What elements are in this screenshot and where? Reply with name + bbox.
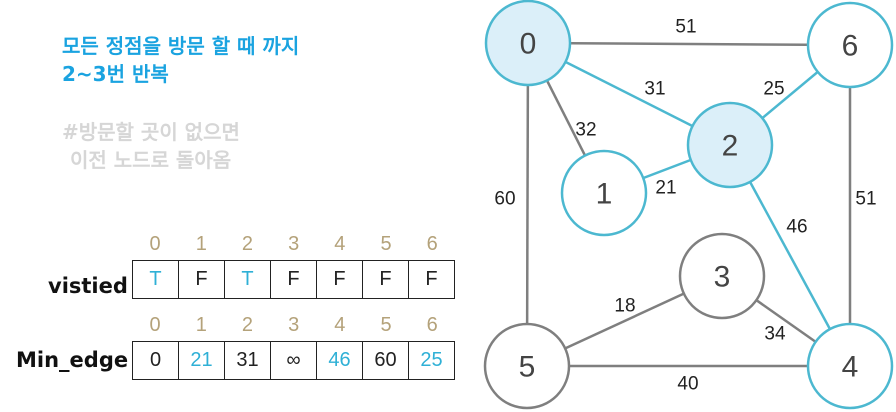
edge-weight-label: 60: [494, 189, 515, 210]
edge-weight-label: 46: [786, 217, 807, 238]
node-circle: [806, 322, 894, 410]
min-edge-cell: 31: [224, 341, 271, 380]
min-edge-index: 4: [334, 314, 346, 336]
node-label: 1: [596, 178, 613, 211]
visited-cell: F: [316, 260, 363, 299]
visited-index: 4: [334, 233, 346, 255]
node-2: 2: [686, 101, 774, 189]
node-label: 6: [842, 30, 859, 63]
node-circle: [678, 232, 766, 320]
node-label: 2: [722, 130, 739, 163]
min-edge-index: 1: [195, 314, 207, 336]
visited-index: 6: [426, 233, 438, 255]
node-label: 0: [520, 28, 537, 61]
visited-index: 0: [149, 233, 161, 255]
min-edge-index: 6: [426, 314, 438, 336]
title-line-2: 2~3번 반복: [62, 62, 169, 86]
edge-weight-label: 34: [764, 324, 786, 345]
visited-cell: F: [270, 260, 317, 299]
edge-weight-label: 25: [763, 79, 784, 100]
min-edge-array: 0 21 31 ∞ 46 60 25: [132, 341, 455, 380]
visited-index: 2: [241, 233, 254, 255]
note-line-2: 이전 노드로 돌아옴: [70, 148, 232, 172]
node-6: 6: [806, 1, 894, 89]
visited-label: vistied: [48, 274, 128, 298]
visited-cell: F: [408, 260, 455, 299]
edge-weight-label: 21: [655, 178, 676, 199]
node-label: 5: [519, 351, 536, 384]
min-edge-index: 0: [149, 314, 161, 336]
edge-0-5: [525, 42, 530, 367]
node-circle: [686, 101, 774, 189]
node-circle: [483, 322, 571, 410]
edge-weight-label: 51: [855, 189, 876, 210]
node-5: 5: [483, 322, 571, 410]
visited-index-row: 0 1 2 3 4 5 6: [132, 233, 455, 256]
note-text: #방문할 곳이 없으면 이전 노드로 돌아옴: [62, 118, 240, 174]
edge-0-6: [527, 41, 851, 47]
edge-weight-label: 18: [614, 296, 635, 317]
node-circle: [806, 1, 894, 89]
min-edge-cell: 21: [178, 341, 225, 380]
min-edge-index: 3: [288, 314, 300, 336]
visited-array: T F T F F F F: [132, 260, 455, 299]
min-edge-index: 2: [241, 314, 254, 336]
visited-cell: F: [362, 260, 409, 299]
node-label: 4: [842, 351, 859, 384]
title-line-1: 모든 정점을 방문 할 때 까지: [62, 34, 300, 58]
min-edge-cell: 60: [362, 341, 409, 380]
visited-index: 3: [288, 233, 300, 255]
visited-cell: T: [224, 260, 271, 299]
edge-weight-label: 32: [575, 120, 596, 141]
node-1: 1: [560, 149, 648, 237]
min-edge-cell: 0: [132, 341, 179, 380]
node-4: 4: [806, 322, 894, 410]
node-circle: [484, 0, 572, 87]
min-edge-cell: 46: [316, 341, 363, 380]
min-edge-cell: ∞: [270, 341, 317, 380]
visited-index: 5: [380, 233, 392, 255]
min-edge-label: Min_edge: [16, 348, 129, 372]
edge-weight-label: 40: [677, 374, 698, 395]
min-edge-cell: 25: [408, 341, 455, 380]
node-3: 3: [678, 232, 766, 320]
node-circle: [560, 149, 648, 237]
edge-weight-label: 51: [675, 17, 696, 38]
visited-cell: T: [132, 260, 179, 299]
visited-cell: F: [178, 260, 225, 299]
node-label: 3: [714, 261, 731, 294]
title-text: 모든 정점을 방문 할 때 까지 2~3번 반복: [62, 32, 299, 88]
visited-index: 1: [195, 233, 207, 255]
node-0: 0: [484, 0, 572, 87]
min-edge-index: 5: [380, 314, 392, 336]
edge-weight-label: 31: [644, 79, 665, 100]
min-edge-index-row: 0 1 2 3 4 5 6: [132, 314, 455, 337]
note-line-1: #방문할 곳이 없으면: [62, 120, 240, 144]
